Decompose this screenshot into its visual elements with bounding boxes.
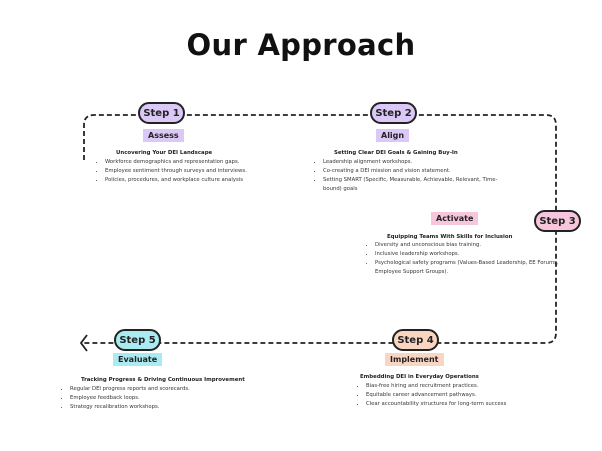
step-5-bullets: Regular DEI progress reports and scoreca… — [56, 385, 270, 412]
step-3-phase: Activate — [431, 212, 479, 225]
list-item: Psychological safety programs (Values-Ba… — [375, 259, 565, 277]
step-5-phase: Evaluate — [113, 353, 163, 366]
list-item: Strategy recalibration workshops. — [70, 403, 270, 412]
step-4-bullets: Bias-free hiring and recruitment practic… — [352, 382, 566, 409]
step-1-phase: Assess — [143, 129, 184, 142]
step-1-subtitle: Uncovering Your DEI Landscape — [116, 150, 213, 156]
step-5-subtitle: Tracking Progress & Driving Continuous I… — [81, 377, 245, 383]
list-item: Regular DEI progress reports and scoreca… — [70, 385, 270, 394]
page-title: Our Approach — [186, 28, 416, 62]
step-5-pill: Step 5 — [114, 329, 161, 351]
step-2-subtitle: Setting Clear DEI Goals & Gaining Buy-In — [334, 150, 458, 156]
list-item: Inclusive leadership workshops. — [375, 250, 565, 259]
step-3-bullets: Diversity and unconscious bias training.… — [361, 241, 565, 277]
step-3-pill: Step 3 — [534, 210, 581, 232]
list-item: Workforce demographics and representatio… — [105, 158, 335, 167]
step-4-phase: Implement — [385, 353, 444, 366]
list-item: Leadership alignment workshops. — [323, 158, 513, 167]
list-item: Setting SMART (Specific, Measurable, Ach… — [323, 176, 513, 194]
list-item: Policies, procedures, and workplace cult… — [105, 176, 335, 185]
arrow-head-icon — [79, 334, 88, 352]
step-4-pill: Step 4 — [392, 329, 439, 351]
step-2-phase: Align — [376, 129, 410, 142]
list-item: Bias-free hiring and recruitment practic… — [366, 382, 566, 391]
step-2-bullets: Leadership alignment workshops. Co-creat… — [309, 158, 513, 194]
list-item: Employee sentiment through surveys and i… — [105, 167, 335, 176]
list-item: Co-creating a DEI mission and vision sta… — [323, 167, 513, 176]
step-1-bullets: Workforce demographics and representatio… — [91, 158, 335, 185]
list-item: Equitable career advancement pathways. — [366, 391, 566, 400]
step-1-pill: Step 1 — [138, 102, 185, 124]
list-item: Employee feedback loops. — [70, 394, 270, 403]
step-4-subtitle: Embedding DEI in Everyday Operations — [360, 374, 479, 380]
step-2-pill: Step 2 — [370, 102, 417, 124]
list-item: Clear accountability structures for long… — [366, 400, 566, 409]
step-3-subtitle: Equipping Teams With Skills for Inclusio… — [387, 234, 513, 240]
list-item: Diversity and unconscious bias training. — [375, 241, 565, 250]
